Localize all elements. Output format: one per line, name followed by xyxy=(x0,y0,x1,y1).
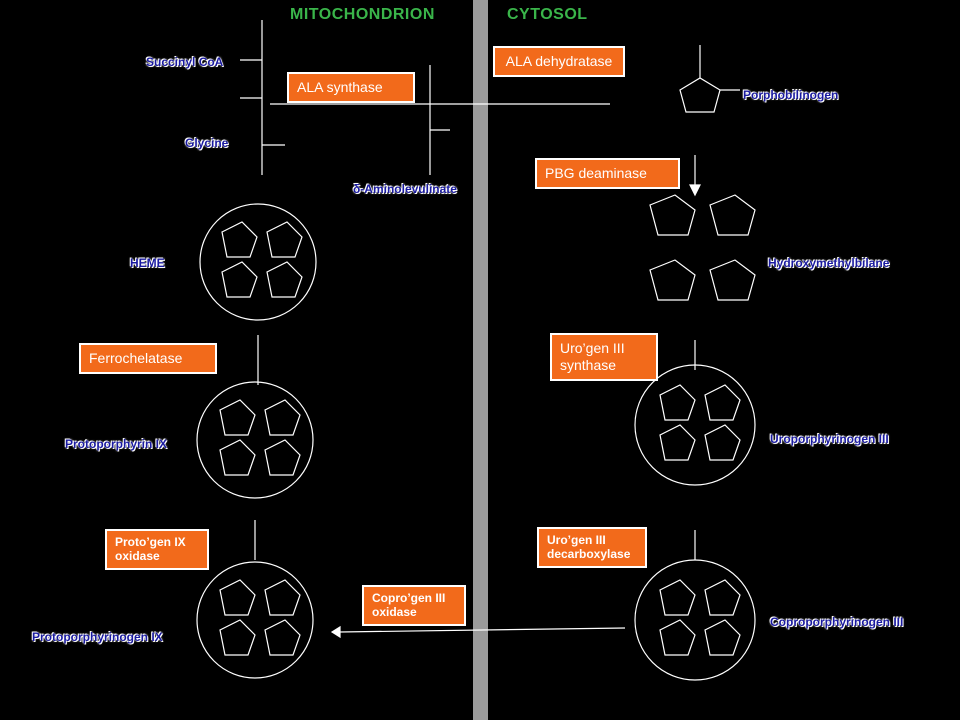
enzyme-urogen-iii-synthase: Uro’gen III synthase xyxy=(550,333,658,381)
membrane-divider xyxy=(473,0,488,720)
label-succinyl-coa: Succinyl CoA xyxy=(146,55,224,69)
enzyme-ala-dehydratase: ALA dehydratase xyxy=(493,46,625,77)
label-heme: HEME xyxy=(130,256,165,270)
compartment-mitochondrion: MITOCHONDRION xyxy=(290,6,435,23)
enzyme-protogen-ix-oxidase: Proto’gen IX oxidase xyxy=(105,529,209,570)
enzyme-pbg-deaminase: PBG deaminase xyxy=(535,158,680,189)
label-hydroxymethylbilane: Hydroxymethylbilane xyxy=(768,256,890,270)
enzyme-ala-synthase: ALA synthase xyxy=(287,72,415,103)
label-glycine: Glycine xyxy=(185,136,229,150)
enzyme-coprogen-iii-oxidase: Copro’gen III oxidase xyxy=(362,585,466,626)
label-protoporphyrin-ix: Protoporphyrin IX xyxy=(65,437,167,451)
enzyme-ferrochelatase: Ferrochelatase xyxy=(79,343,217,374)
label-coproporphyrinogen-iii: Coproporphyrinogen III xyxy=(770,615,904,629)
enzyme-urogen-iii-decarboxylase: Uro’gen III decarboxylase xyxy=(537,527,647,568)
label-uroporphyrinogen-iii: Uroporphyrinogen III xyxy=(770,432,889,446)
compartment-cytosol: CYTOSOL xyxy=(507,6,588,23)
label-aminolevulinate: δ-Aminolevulinate xyxy=(353,182,457,196)
label-protoporphyrinogen-ix: Protoporphyrinogen IX xyxy=(32,630,163,644)
label-porphobilinogen: Porphobilinogen xyxy=(743,88,839,102)
